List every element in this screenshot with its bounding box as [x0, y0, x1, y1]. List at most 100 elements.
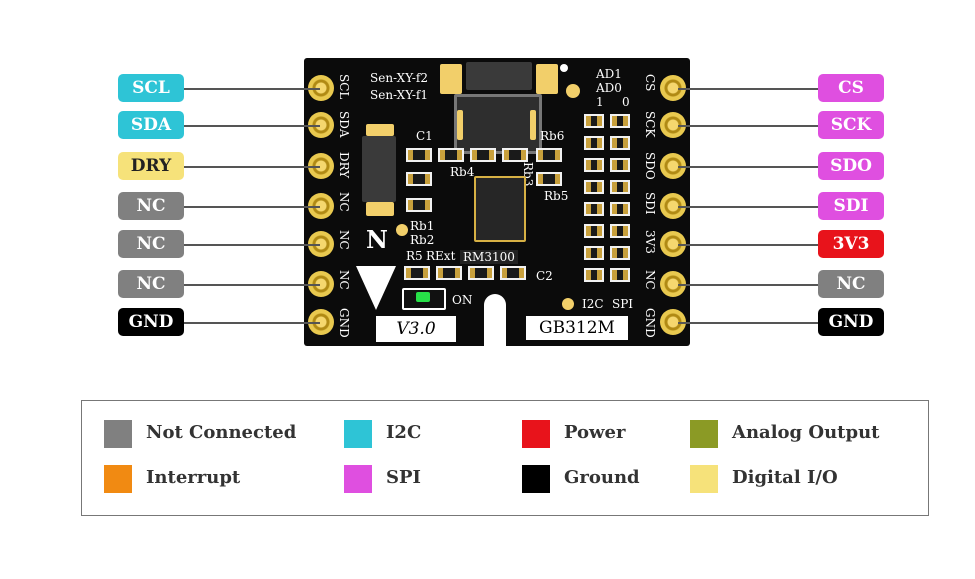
pin-label-right-1: SCK — [818, 111, 884, 139]
coil-left-pad-top — [366, 124, 394, 136]
silk-c2: C2 — [536, 269, 553, 283]
silk-0: 0 — [622, 95, 630, 109]
pin-wire-left-5 — [184, 284, 320, 286]
legend-label-digital_io: Digital I/O — [732, 467, 838, 488]
pin-wire-right-0 — [678, 88, 818, 90]
silk-sen-f1: Sen-XY-f1 — [370, 88, 428, 102]
silk-spi: SPI — [612, 297, 634, 311]
silk-rext: RExt — [426, 249, 456, 263]
via-bottom — [562, 298, 574, 310]
silk-rb2: Rb2 — [410, 233, 435, 247]
legend-swatch-i2c — [344, 420, 372, 448]
north-arrow-icon — [356, 266, 396, 310]
coil-pin-right — [530, 110, 536, 140]
model-label: GB312M — [526, 316, 628, 340]
coil-left-body — [362, 136, 396, 202]
jumper-smd — [610, 158, 630, 172]
pin-label-left-2: DRY — [118, 152, 184, 180]
jumper-smd — [610, 180, 630, 194]
rm3100-chip — [474, 176, 526, 242]
legend-label-power: Power — [564, 422, 626, 443]
pin-wire-right-1 — [678, 125, 818, 127]
jumper-smd — [584, 136, 604, 150]
pad-silk-right-0: CS — [643, 74, 657, 92]
pad-silk-left-3: NC — [337, 192, 351, 212]
pin-wire-left-4 — [184, 244, 320, 246]
resistor-8 — [536, 172, 562, 186]
inductor-pad-left — [440, 64, 462, 94]
pin-label-left-0: SCL — [118, 74, 184, 102]
coil-sensor — [454, 94, 542, 154]
inductor-top — [466, 62, 532, 90]
pin-label-right-6: GND — [818, 308, 884, 336]
coil-left-pad-bottom — [366, 202, 394, 216]
jumper-smd — [610, 202, 630, 216]
resistor-2 — [438, 148, 464, 162]
pad-silk-left-0: SCL — [337, 74, 351, 100]
legend-swatch-power — [522, 420, 550, 448]
legend-label-not_connected: Not Connected — [146, 422, 297, 443]
pin-wire-left-2 — [184, 166, 320, 168]
jumper-smd — [584, 224, 604, 238]
legend-label-spi: SPI — [386, 467, 421, 488]
version-label: V3.0 — [376, 316, 456, 342]
legend-swatch-spi — [344, 465, 372, 493]
pad-silk-right-1: SCK — [643, 111, 657, 138]
pad-silk-left-5: NC — [337, 270, 351, 290]
jumper-smd — [584, 158, 604, 172]
legend-label-interrupt: Interrupt — [146, 467, 241, 488]
resistor-6 — [406, 198, 432, 212]
resistor-3 — [470, 148, 496, 162]
legend-swatch-interrupt — [104, 465, 132, 493]
jumper-smd — [610, 268, 630, 282]
pad-silk-right-4: 3V3 — [643, 230, 657, 254]
via-mid — [396, 224, 408, 236]
pad-silk-right-5: NC — [643, 270, 657, 290]
resistor-5 — [406, 172, 432, 186]
pad-silk-right-2: SDO — [643, 152, 657, 180]
pin-label-left-4: NC — [118, 230, 184, 258]
pin-label-left-3: NC — [118, 192, 184, 220]
legend-swatch-not_connected — [104, 420, 132, 448]
jumper-smd — [610, 114, 630, 128]
resistor-1 — [406, 148, 432, 162]
silk-chip: RM3100 — [460, 250, 518, 264]
pin-label-left-1: SDA — [118, 111, 184, 139]
silk-rb4: Rb4 — [450, 165, 475, 179]
pin-label-right-0: CS — [818, 74, 884, 102]
pin-label-right-3: SDI — [818, 192, 884, 220]
silk-rb1: Rb1 — [410, 219, 435, 233]
sensor-board: Sen-XY-f2 Sen-XY-f1 AD1 AD0 1 0 C1 Rb4 R… — [304, 58, 690, 346]
legend-label-i2c: I2C — [386, 422, 422, 443]
resistor-rext — [436, 266, 462, 280]
jumper-smd — [610, 136, 630, 150]
pin-wire-right-2 — [678, 166, 818, 168]
silk-on: ON — [452, 293, 473, 307]
jumper-smd — [610, 246, 630, 260]
legend-label-ground: Ground — [564, 467, 640, 488]
coil-pin-left — [457, 110, 463, 140]
silk-ad0: AD0 — [596, 81, 622, 95]
silk-1: 1 — [596, 95, 604, 109]
jumper-smd — [584, 268, 604, 282]
mounting-slot — [484, 294, 506, 346]
pad-silk-right-6: GND — [643, 308, 657, 338]
jumper-smd — [584, 180, 604, 194]
silk-north: N — [366, 225, 388, 254]
jumper-smd — [584, 246, 604, 260]
silk-r5: R5 — [406, 249, 423, 263]
pin-wire-left-6 — [184, 322, 320, 324]
pin-wire-left-0 — [184, 88, 320, 90]
resistor-4 — [502, 148, 528, 162]
legend-label-analog: Analog Output — [732, 422, 880, 443]
pin-label-right-2: SDO — [818, 152, 884, 180]
inductor-pad-right — [536, 64, 558, 94]
resistor-r5 — [404, 266, 430, 280]
silk-ad1: AD1 — [596, 67, 622, 81]
pad-silk-right-3: SDI — [643, 192, 657, 215]
pin-label-left-5: NC — [118, 270, 184, 298]
resistor-bottom-2 — [500, 266, 526, 280]
legend-swatch-analog — [690, 420, 718, 448]
pad-silk-left-2: DRY — [337, 152, 351, 179]
